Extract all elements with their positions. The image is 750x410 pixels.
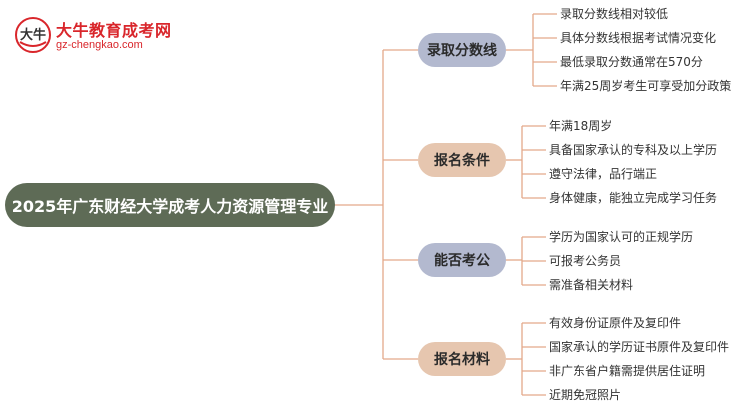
mindmap-root-node: 2025年广东财经大学成考人力资源管理专业 (5, 183, 335, 227)
logo-badge-text: 大牛 (20, 27, 46, 43)
leaf-eligibility-2: 具备国家承认的专科及以上学历 (549, 143, 718, 157)
leaf-score-4: 年满25周岁考生可享受加分政策 (560, 79, 732, 93)
leaf-materials-2: 国家承认的学历证书原件及复印件 (549, 340, 730, 354)
leaf-civil-2: 可报考公务员 (549, 254, 622, 268)
leaf-score-2: 具体分数线根据考试情况变化 (560, 31, 717, 45)
logo-title: 大牛教育成考网 (56, 21, 172, 40)
leaf-score-3: 最低录取分数通常在570分 (560, 55, 703, 69)
site-logo[interactable]: 大牛 大牛教育成考网 gz-chengkao.com (14, 14, 184, 60)
logo-badge-icon: 大牛 (15, 17, 51, 53)
leaf-eligibility-1: 年满18周岁 (549, 119, 613, 133)
leaf-score-1: 录取分数线相对较低 (560, 7, 669, 21)
leaf-materials-1: 有效身份证原件及复印件 (549, 316, 682, 330)
branch-eligibility: 报名条件 (418, 143, 506, 177)
leaf-eligibility-4: 身体健康，能独立完成学习任务 (549, 191, 718, 205)
leaf-materials-3: 非广东省户籍需提供居住证明 (549, 364, 706, 378)
logo-url: gz-chengkao.com (56, 39, 143, 51)
leaf-civil-3: 需准备相关材料 (549, 278, 634, 292)
leaf-civil-1: 学历为国家认可的正规学历 (549, 230, 694, 244)
branch-materials: 报名材料 (418, 342, 506, 376)
leaf-materials-4: 近期免冠照片 (549, 388, 622, 402)
leaf-eligibility-3: 遵守法律，品行端正 (549, 167, 658, 181)
branch-civil-service: 能否考公 (418, 243, 506, 277)
branch-admission-score: 录取分数线 (418, 33, 506, 67)
